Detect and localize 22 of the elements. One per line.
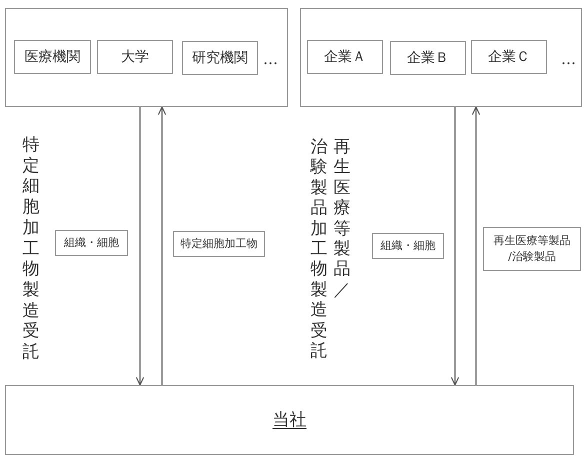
- ellipsis: …: [263, 52, 278, 67]
- arrow: [136, 107, 144, 386]
- ellipsis: …: [561, 52, 576, 67]
- entity-box: 企業Ｃ: [471, 40, 547, 74]
- vertical-text: 治験製品加工物製造受託: [310, 137, 328, 362]
- group-box: [5, 8, 288, 107]
- vertical-text: 再生医療等製品／: [333, 137, 351, 300]
- arrow: [472, 106, 480, 385]
- entity-box: 医療機関: [14, 40, 91, 74]
- group-box: [300, 8, 582, 107]
- entity-box: 研究機関: [182, 41, 258, 75]
- entity-box: 大学: [97, 40, 173, 74]
- arrow: [450, 107, 460, 386]
- label-box: 再生医療等製品/治験製品: [483, 227, 581, 271]
- main-box: 当社: [5, 385, 574, 455]
- arrow: [158, 106, 166, 385]
- label-box: 組織・細胞: [372, 233, 444, 259]
- label-box: 組織・細胞: [55, 230, 128, 256]
- entity-box: 企業Ａ: [307, 40, 383, 74]
- entity-box: 企業Ｂ: [390, 41, 466, 75]
- label-box: 特定細胞加工物: [173, 231, 265, 257]
- vertical-text: 特定細胞加工物製造受託: [22, 135, 40, 363]
